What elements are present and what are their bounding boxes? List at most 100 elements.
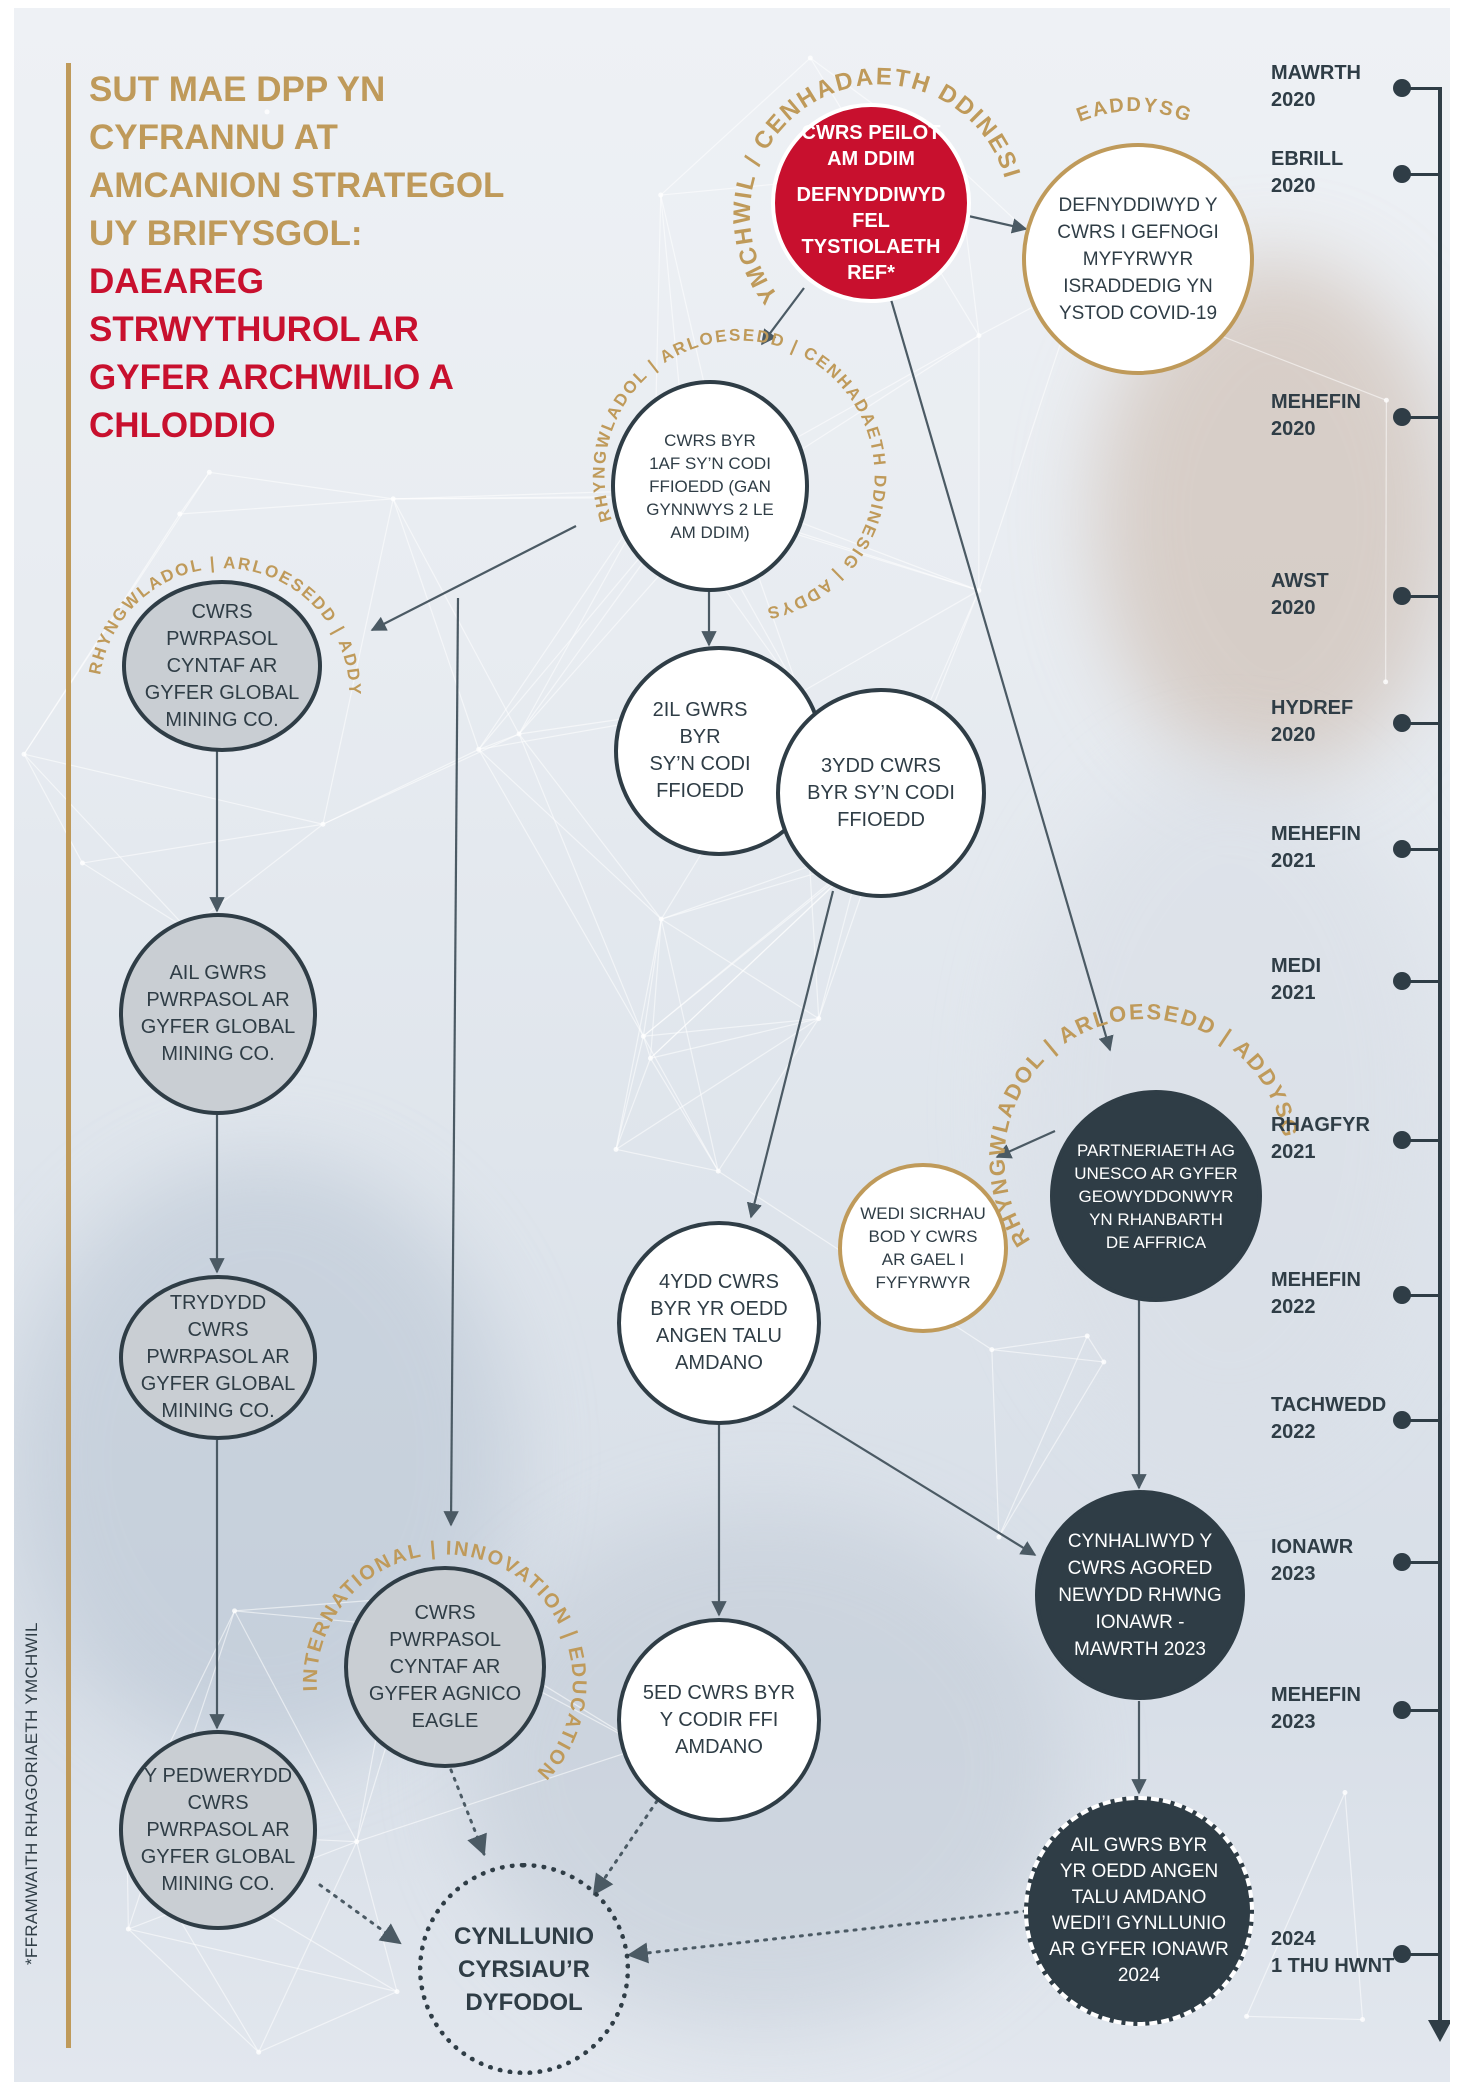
network-node	[516, 731, 522, 737]
network-line	[642, 1035, 719, 1172]
timeline-year: 2021	[1271, 982, 1316, 1004]
node-text: FFIOEDD (GAN	[649, 476, 771, 496]
network-node	[613, 1146, 619, 1152]
network-line	[1246, 1792, 1346, 2017]
node-text: PWRPASOL AR	[146, 1818, 290, 1841]
node-text: 5ED CWRS BYR	[642, 1681, 796, 1704]
node-text: GYFER GLOBAL	[140, 1016, 296, 1038]
node-text: CYRSIAU’R	[457, 1955, 590, 1983]
timeline-month: IONAWR	[1271, 1536, 1354, 1558]
timeline-tick	[1404, 173, 1440, 176]
network-line	[356, 1746, 645, 1843]
infographic-page: SUT MAE DPP YN CYFRANNU AT AMCANION STRA…	[14, 8, 1450, 2082]
node-text: 3YDD CWRS	[820, 754, 941, 777]
node-global-mining-2: AIL GWRS PWRPASOL AR GYFER GLOBAL MINING…	[119, 913, 317, 1115]
node-text: AMDANO	[675, 1735, 763, 1758]
timeline-month: 2024	[1271, 1928, 1316, 1950]
network-line	[1246, 2015, 1363, 2021]
title-line: AMCANION STRATEGOL	[89, 166, 505, 205]
node-text: MINING CO.	[161, 1872, 275, 1895]
node-text: CYNTAF AR	[166, 654, 278, 677]
network-line	[23, 753, 324, 825]
node-text: CYNTAF AR	[389, 1655, 501, 1678]
node-third-short-course: 3YDD CWRS BYR SY’N CODI FFIOEDD	[776, 688, 986, 898]
timeline-year: 2020	[1271, 175, 1316, 197]
node-text: BYR SY’N CODI	[807, 781, 955, 804]
timeline-axis	[1428, 87, 1450, 2042]
node-global-mining-4: Y PEDWERYDD CWRS PWRPASOL AR GYFER GLOBA…	[119, 1730, 317, 1930]
node-text: CYNLLUNIO	[454, 1922, 594, 1950]
network-node	[232, 1608, 238, 1614]
node-text: BYR YR OEDD	[650, 1298, 788, 1320]
node-text: TALU AMDANO	[1071, 1887, 1207, 1908]
timeline-label: MAWRTH 2020	[1271, 60, 1411, 114]
network-line	[23, 753, 83, 864]
node-text: PWRPASOL AR	[146, 989, 290, 1011]
subtitle-line: CHLODDIO	[89, 406, 276, 445]
node-text: CWRS I GEFNOGI	[1057, 221, 1219, 243]
node-text: TRYDYDD	[169, 1292, 267, 1314]
network-node	[989, 1347, 995, 1353]
node-text: NEWYDD RHWNG	[1058, 1584, 1222, 1606]
timeline-dot	[1393, 1411, 1411, 1429]
timeline-year: 2020	[1271, 724, 1316, 746]
network-node	[256, 2049, 262, 2055]
network-node	[264, 109, 270, 115]
title-line: CYFRANNU AT	[89, 118, 338, 157]
node-text: Y PEDWERYDD	[143, 1764, 293, 1787]
network-node	[1383, 679, 1389, 685]
node-text: AMDANO	[675, 1352, 763, 1374]
node-text: DE AFFRICA	[1105, 1232, 1207, 1252]
node-text: ISRADDEDIG YN	[1063, 275, 1213, 297]
timeline-month: MEHEFIN	[1271, 823, 1361, 845]
timeline-month: MAWRTH	[1271, 62, 1361, 84]
network-line	[615, 1036, 644, 1150]
node-unesco-partnership: PARTNERIAETH AG UNESCO AR GYFER GEOWYDDO…	[1050, 1090, 1262, 1302]
network-node	[1383, 397, 1389, 403]
timeline-month: RHAGFYR	[1271, 1114, 1370, 1136]
network-line	[1385, 400, 1387, 682]
timeline-tick	[1404, 722, 1440, 725]
timeline-dot	[1393, 587, 1411, 605]
node-text: YSTOD COVID-19	[1058, 302, 1218, 324]
timeline-dot	[1393, 408, 1411, 426]
node-text: PWRPASOL	[166, 627, 278, 650]
network-line	[660, 919, 719, 1172]
network-node	[21, 751, 27, 757]
node-text: 4YDD CWRS	[658, 1271, 779, 1293]
node-text: IONAWR -	[1095, 1611, 1185, 1633]
node-text: MINING CO.	[161, 1043, 275, 1065]
network-node	[658, 916, 664, 922]
timeline-dot	[1393, 1131, 1411, 1149]
timeline-year: 2020	[1271, 89, 1316, 111]
timeline-tick	[1404, 595, 1440, 598]
node-text: DEFNYDDIWYD Y	[1058, 194, 1218, 216]
network-line	[642, 919, 662, 1037]
network-line	[615, 1148, 719, 1172]
node-text: 2IL GWRS	[652, 699, 748, 721]
page-title: SUT MAE DPP YN CYFRANNU AT AMCANION STRA…	[89, 66, 519, 450]
node-open-course: CYNHALIWYD Y CWRS AGORED NEWYDD RHWNG IO…	[1035, 1490, 1245, 1700]
timeline-tick	[1404, 848, 1440, 851]
node-fourth-short-course: 4YDD CWRS BYR YR OEDD ANGEN TALU AMDANO	[617, 1221, 821, 1425]
node-text: FEL TYSTIOLAETH	[801, 210, 941, 258]
network-node	[640, 1033, 646, 1039]
title-line: SUT MAE DPP YN	[89, 70, 386, 109]
network-line	[1344, 1792, 1364, 2020]
network-node	[476, 746, 482, 752]
timeline-year: 2023	[1271, 1711, 1316, 1733]
node-text: FFIOEDD	[837, 808, 925, 831]
node-text: EAGLE	[411, 1709, 479, 1732]
node-text: YR OEDD ANGEN	[1059, 1861, 1219, 1882]
network-node	[394, 1989, 400, 1995]
node-text: AM DDIM	[827, 148, 915, 170]
timeline-dot	[1393, 1286, 1411, 1304]
network-line	[642, 1036, 652, 1059]
network-line	[649, 1057, 719, 1172]
